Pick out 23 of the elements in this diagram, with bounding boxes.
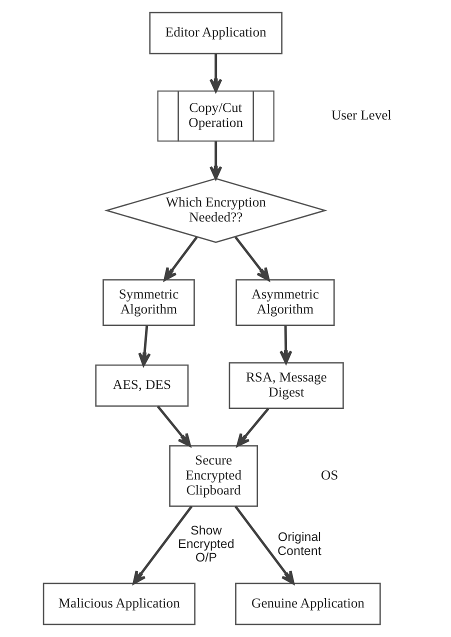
edge-label: Original Content xyxy=(278,530,322,558)
arrow xyxy=(234,236,270,282)
arrow xyxy=(132,506,193,584)
edge-label: Show Encrypted O/P xyxy=(178,523,234,565)
arrow xyxy=(209,54,222,92)
arrow xyxy=(280,325,292,364)
node-box: Secure Encrypted Clipboard xyxy=(169,445,258,507)
label: OS xyxy=(320,468,338,483)
node-box: Editor Application xyxy=(149,12,282,54)
arrow xyxy=(234,506,294,584)
arrow xyxy=(138,325,151,366)
label: User Level xyxy=(331,108,392,123)
node-box: Symmetric Algorithm xyxy=(102,279,195,326)
arrow xyxy=(164,236,198,282)
node-box: Genuine Application xyxy=(235,582,381,626)
node-diamond: Which Encryption Needed?? xyxy=(104,178,328,244)
arrow xyxy=(156,406,192,447)
node-box: Malicious Application xyxy=(42,582,196,626)
node-box: RSA, Message Digest xyxy=(228,362,344,410)
arrow xyxy=(236,408,270,447)
arrow xyxy=(209,141,222,180)
node-box: Asymmetric Algorithm xyxy=(236,279,335,326)
node-box: AES, DES xyxy=(95,364,189,407)
